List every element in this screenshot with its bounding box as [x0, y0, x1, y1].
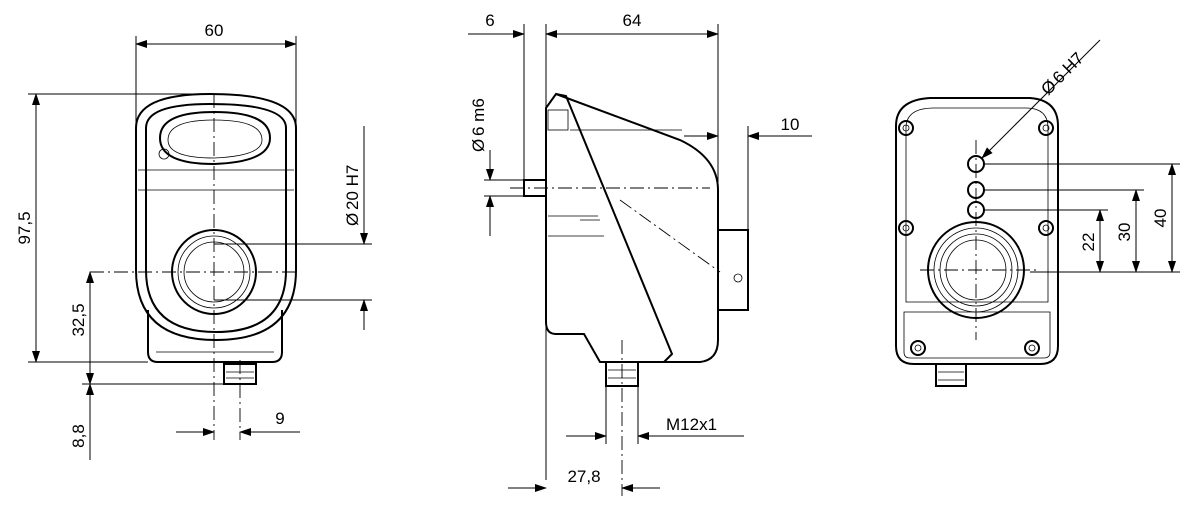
- dim-hole-diameter: 6 H7: [1049, 49, 1088, 88]
- side-view: 6 64 10 Ø 6 m6 M12x1 27,8: [468, 11, 812, 496]
- dim-hole-2: 30: [1115, 223, 1134, 242]
- back-screws: [898, 120, 1054, 356]
- dim-flange: 10: [781, 115, 800, 134]
- dim-pin-diameter: 6 m6: [469, 98, 488, 136]
- dim-bore-diameter-symbol: Ø: [343, 213, 362, 226]
- dim-bore-height: 32,5: [69, 303, 88, 336]
- back-connector: [935, 363, 967, 387]
- dim-hole-3: 40: [1151, 209, 1170, 228]
- dim-pin-length: 6: [485, 11, 494, 30]
- back-housing-outline: [895, 97, 1059, 365]
- dim-bore-diameter: 20 H7: [343, 165, 362, 210]
- dim-connector-thread: M12x1: [666, 415, 717, 434]
- dim-hole-1: 22: [1079, 233, 1098, 252]
- side-flange: [717, 229, 749, 311]
- dim-front-width: 60: [205, 21, 224, 40]
- dim-connector-offset: 9: [275, 409, 284, 428]
- dim-front-height: 97,5: [15, 211, 34, 244]
- dim-side-depth: 64: [623, 11, 642, 30]
- dim-pin-diameter-symbol: Ø: [469, 139, 488, 152]
- side-slanted-face: [555, 93, 674, 363]
- back-view: 22 30 40 Ø 6 H7: [895, 39, 1180, 387]
- side-housing-outline: [545, 92, 719, 363]
- dim-connector-position: 27,8: [567, 467, 600, 486]
- front-base: [147, 310, 283, 363]
- side-connector: [605, 361, 639, 387]
- front-display-window: [158, 110, 272, 166]
- front-housing-outline: [135, 92, 297, 342]
- dim-connector-height: 8,8: [69, 424, 88, 448]
- front-view: 60 97,5 32,5 8,8 9 Ø 20 H7: [15, 21, 372, 460]
